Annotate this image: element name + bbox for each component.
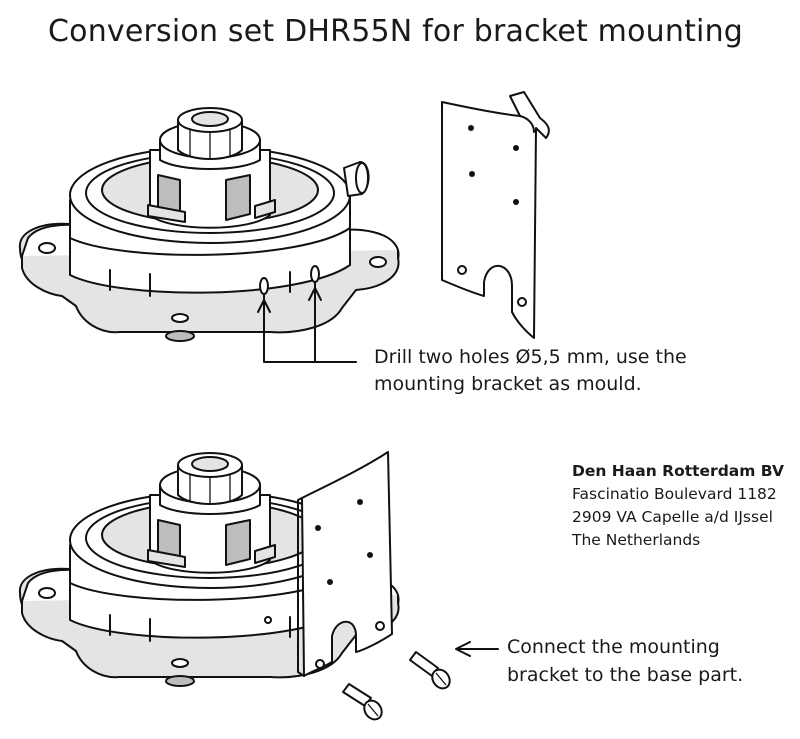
connect-instruction-text: Connect the mounting bracket to the base… [507, 633, 743, 689]
base-unit-top-illustration [18, 107, 400, 342]
mounting-bracket-illustration [441, 91, 550, 339]
company-country: The Netherlands [572, 531, 701, 549]
attached-bracket-illustration [264, 451, 393, 677]
page-title: Conversion set DHR55N for bracket mounti… [48, 14, 744, 49]
drill-instruction-text: Drill two holes Ø5,5 mm, use the mountin… [374, 344, 687, 398]
company-address-line-2: 2909 VA Capelle a/d IJssel [572, 508, 773, 526]
screw-illustration-1 [342, 683, 383, 721]
drill-instruction-line-1: Drill two holes Ø5,5 mm, use the [374, 346, 687, 368]
drill-hole-mark-right [310, 265, 320, 283]
drill-instruction-line-2: mounting bracket as mould. [374, 373, 642, 395]
connect-instruction-line-1: Connect the mounting [507, 636, 720, 658]
drill-hole-mark-left [259, 277, 269, 295]
drill-pointer-lines [257, 282, 357, 363]
screw-illustration-2 [409, 651, 451, 690]
company-name: Den Haan Rotterdam BV [572, 462, 784, 480]
connect-instruction-line-2: bracket to the base part. [507, 664, 744, 686]
company-address-block: Den Haan Rotterdam BV Fascinatio Bouleva… [572, 460, 784, 552]
company-address-line-1: Fascinatio Boulevard 1182 [572, 485, 777, 503]
connect-arrow [455, 641, 499, 657]
